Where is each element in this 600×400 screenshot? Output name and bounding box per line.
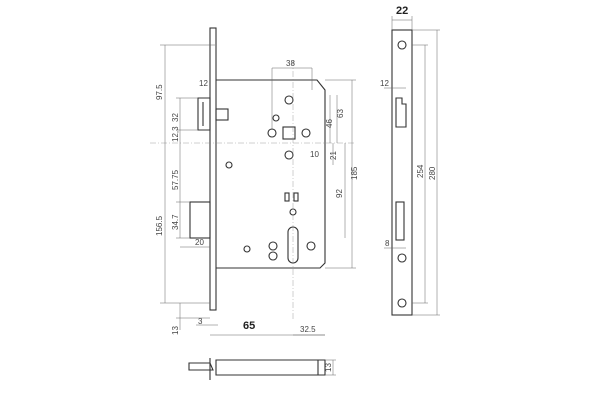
slot <box>293 192 299 202</box>
dim-20: 20 <box>195 238 204 247</box>
strike-plate: 22 12 8 254 280 <box>380 5 440 316</box>
dim-46: 46 <box>325 119 334 128</box>
dim-57-75: 57.75 <box>171 169 180 190</box>
strike-plate-body <box>391 29 413 316</box>
lock-case <box>216 79 326 269</box>
dim-32-5: 32.5 <box>300 325 316 334</box>
dim-38: 38 <box>286 59 295 68</box>
dim-65: 65 <box>243 320 255 332</box>
dim-21: 21 <box>329 151 338 160</box>
latch-bolt <box>197 97 211 131</box>
screw-hole <box>397 298 407 308</box>
screw-hole <box>225 161 233 169</box>
dim-12: 12 <box>199 79 208 88</box>
dim-32: 32 <box>171 113 180 122</box>
dim-97-5: 97.5 <box>155 84 164 100</box>
deadbolt <box>189 201 211 239</box>
dim-bottom-13: 13 <box>324 363 333 372</box>
screw-hole <box>243 245 251 253</box>
screw-hole <box>267 128 277 138</box>
dim-34-7: 34.7 <box>171 214 180 230</box>
dim-254: 254 <box>416 164 425 178</box>
dim-8: 8 <box>385 239 390 248</box>
faceplate <box>209 27 217 311</box>
bolt-opening <box>395 201 405 241</box>
dim-13: 13 <box>171 326 180 335</box>
front-view: 97.5 32 12 12,3 57.75 34.7 20 156.5 13 3… <box>150 27 359 336</box>
screw-hole <box>284 95 294 105</box>
screw-hole <box>268 251 278 261</box>
screw-hole <box>268 241 278 251</box>
dim-10: 10 <box>310 150 319 159</box>
dim-63: 63 <box>336 109 345 118</box>
latch-square <box>215 108 229 121</box>
spindle-follower <box>282 126 296 140</box>
screw-hole <box>272 114 280 122</box>
dim-280: 280 <box>428 166 437 180</box>
screw-hole <box>301 128 311 138</box>
dim-22: 22 <box>396 5 408 17</box>
slot <box>284 192 290 202</box>
bottom-view: 13 <box>188 358 336 380</box>
dim-strike-12: 12 <box>380 79 389 88</box>
dim-156-5: 156.5 <box>155 215 164 236</box>
screw-hole <box>397 40 407 50</box>
latch-opening <box>395 97 407 128</box>
cylinder-hole <box>287 226 299 264</box>
screw-hole <box>397 253 407 263</box>
dim-3: 3 <box>198 317 203 326</box>
screw-hole <box>284 150 294 160</box>
lock-bottom-profile <box>188 358 326 380</box>
dim-92: 92 <box>335 189 344 198</box>
dim-12-3: 12,3 <box>171 126 180 142</box>
screw-hole <box>306 241 316 251</box>
dim-185: 185 <box>350 166 359 180</box>
